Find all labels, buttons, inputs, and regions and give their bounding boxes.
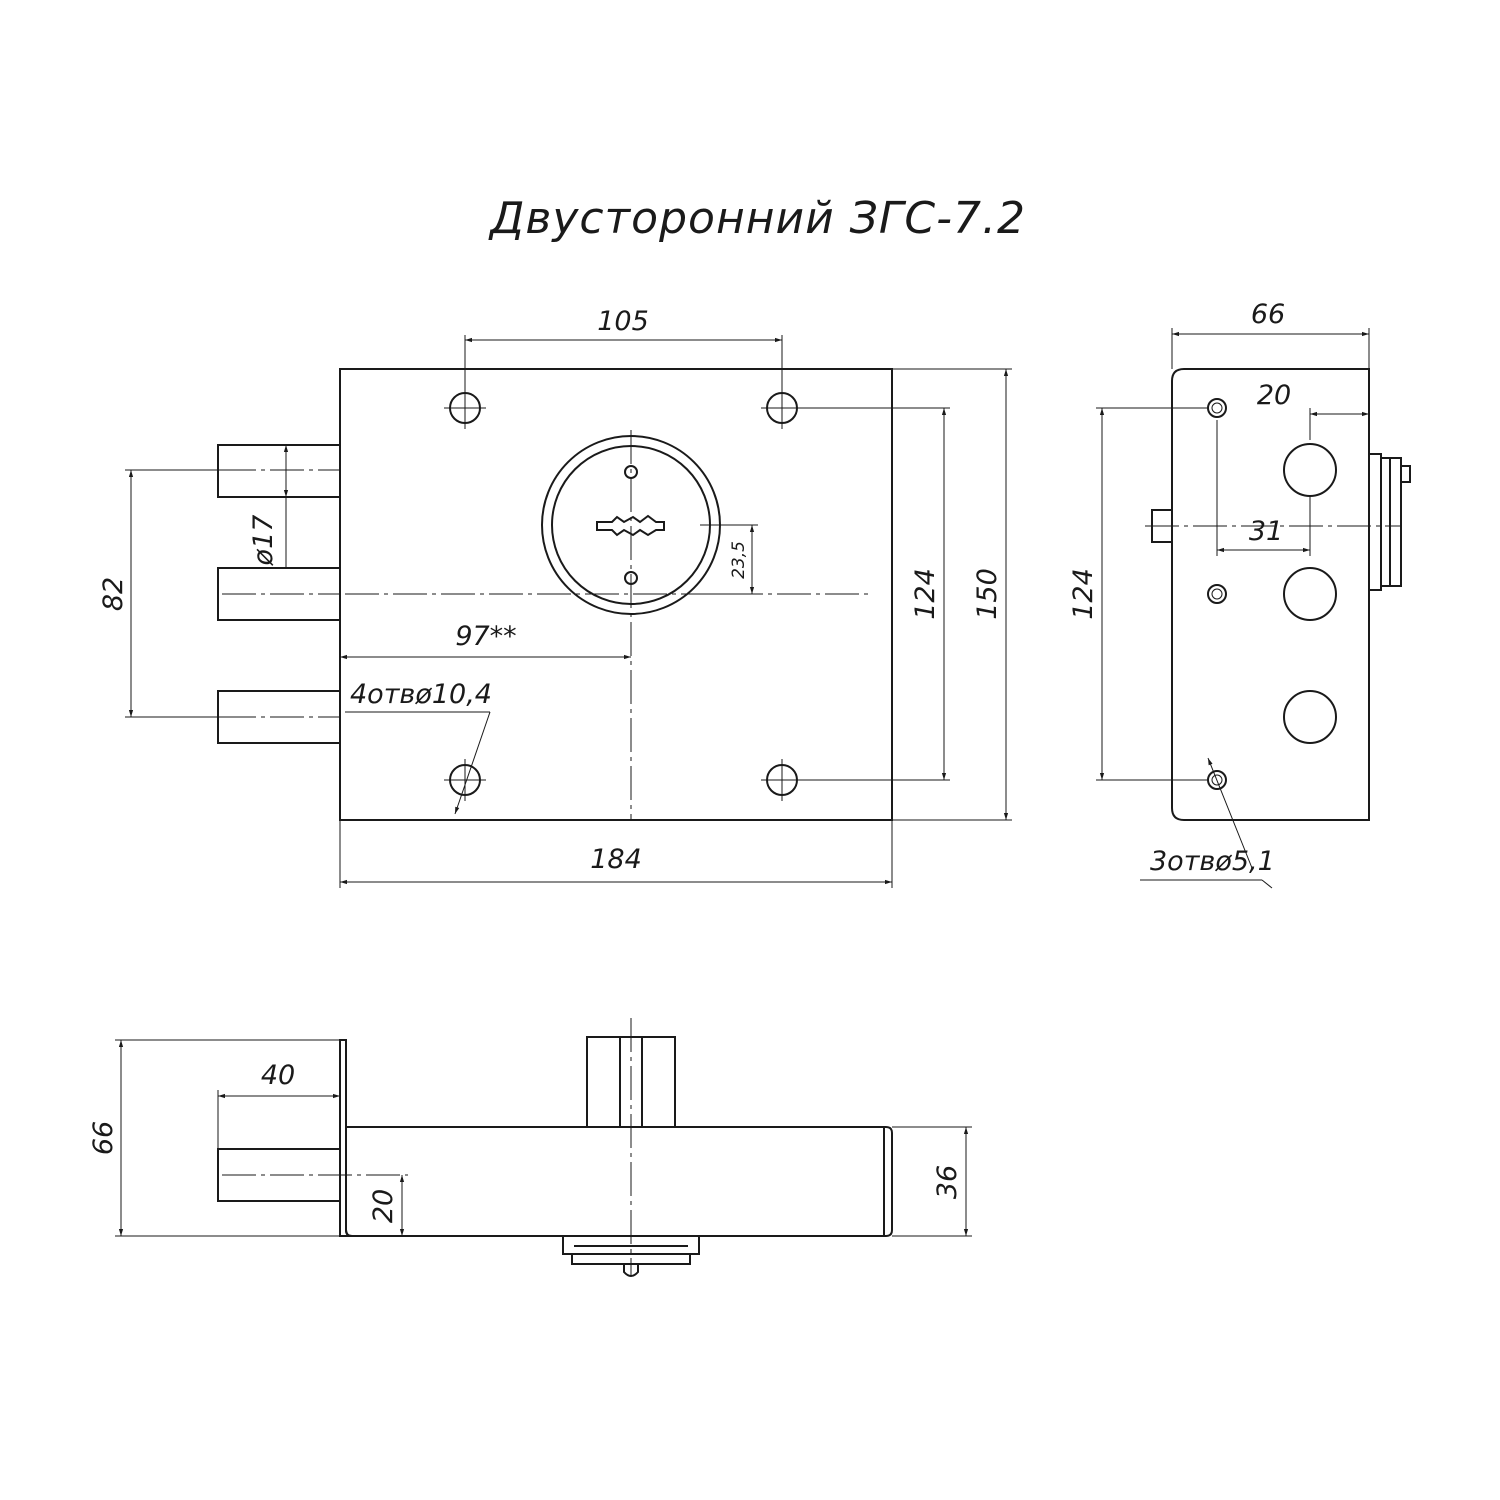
dim-105: 105 [597,306,649,337]
dim-20-bottom: 20 [368,1189,399,1223]
dim-40: 40 [261,1060,295,1091]
cylinder-side-flange [1368,453,1382,591]
dim-150: 150 [972,568,1003,620]
dim-184: 184 [590,844,642,875]
note-3-holes: 3отвø5,1 [1150,846,1275,877]
dim-20-side: 20 [1257,380,1291,411]
bottom-view: 40 66 20 36 [88,1018,972,1277]
dim-97: 97** [455,621,516,652]
dim-82: 82 [98,577,129,611]
dim-23-5: 23,5 [729,541,749,579]
side-large-hole [1283,690,1337,744]
dim-bolt-diameter: ø17 [248,515,279,567]
side-small-hole [1207,584,1227,604]
side-small-hole [1207,398,1227,418]
front-view: 105 ø17 82 97** 4отвø10,4 23,5 124 150 [98,306,1012,888]
lock-body-side [1171,368,1370,821]
dim-36: 36 [932,1165,963,1199]
dim-124-side: 124 [1068,568,1099,620]
dim-66-side: 66 [1251,299,1285,330]
bolt-top [217,444,341,498]
side-large-hole [1283,567,1337,621]
drawing-title: Двусторонний ЗГС-7.2 [488,193,1026,244]
note-4-holes: 4отвø10,4 [350,679,492,710]
dim-66-bottom: 66 [88,1121,119,1155]
lock-body-bottom [345,1126,893,1237]
keyhole [596,514,665,537]
side-large-hole [1283,443,1337,497]
dim-124-front: 124 [910,568,941,620]
side-view: 66 20 31 124 3отвø5,1 [1068,299,1411,889]
dim-31-side: 31 [1249,516,1283,547]
